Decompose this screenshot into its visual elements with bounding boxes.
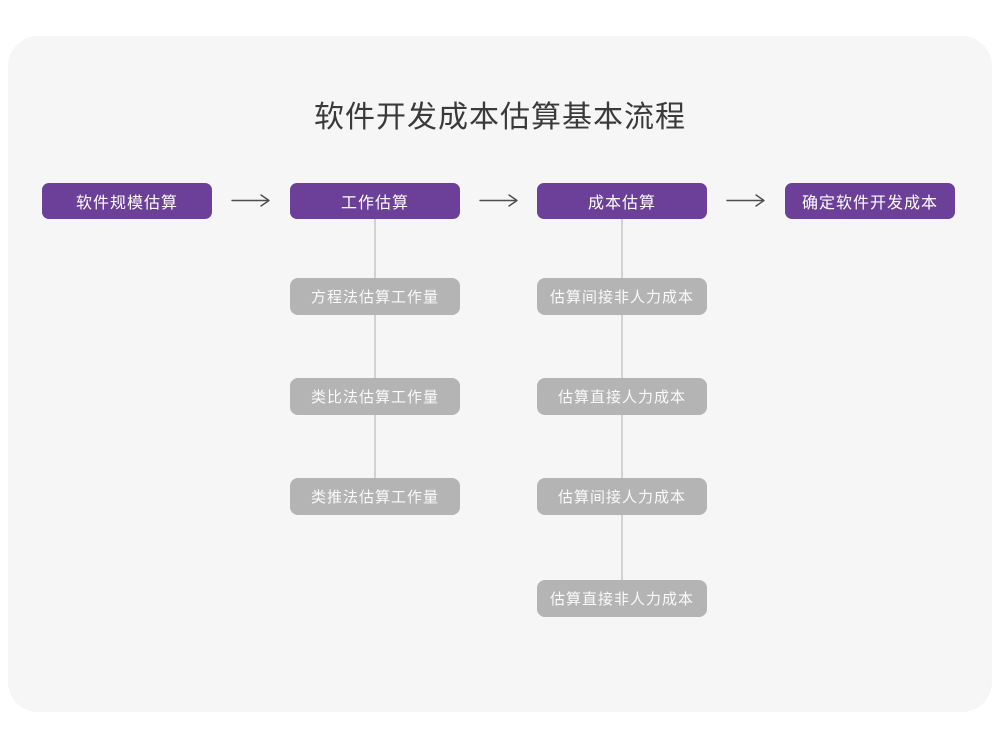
subnode-direct-labor-cost: 估算直接人力成本 — [537, 378, 707, 415]
subnode-equation-method: 方程法估算工作量 — [290, 278, 460, 315]
node-determine-dev-cost: 确定软件开发成本 — [785, 183, 955, 219]
subnode-extrapolation-method: 类推法估算工作量 — [290, 478, 460, 515]
subnode-indirect-labor-cost: 估算间接人力成本 — [537, 478, 707, 515]
flowchart-canvas — [8, 36, 992, 712]
arrow-right-icon — [479, 194, 518, 207]
arrow-right-icon — [726, 194, 765, 207]
node-software-size-estimation: 软件规模估算 — [42, 183, 212, 219]
arrow-right-icon — [231, 194, 270, 207]
node-cost-estimation: 成本估算 — [537, 183, 707, 219]
subnode-analogy-method: 类比法估算工作量 — [290, 378, 460, 415]
subnode-direct-nonlabor-cost: 估算直接非人力成本 — [537, 580, 707, 617]
subnode-indirect-nonlabor-cost: 估算间接非人力成本 — [537, 278, 707, 315]
page-title: 软件开发成本估算基本流程 — [314, 101, 686, 134]
node-work-estimation: 工作估算 — [290, 183, 460, 219]
connector-line-work-estimation — [374, 219, 376, 496]
